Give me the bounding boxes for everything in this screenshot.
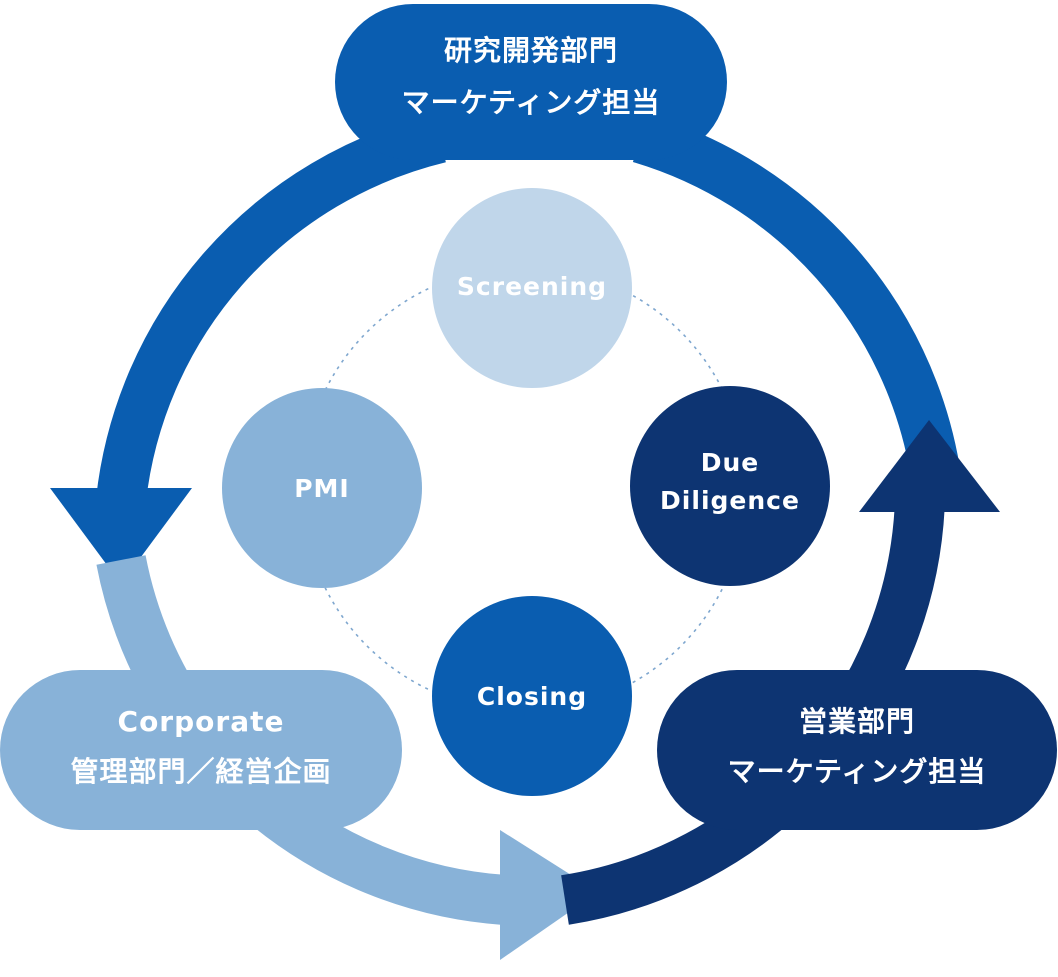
stage-pmi-circle — [222, 388, 422, 588]
arc-top-right — [632, 114, 960, 475]
department-right-line1: 営業部門 — [799, 705, 915, 738]
arrowhead-right — [500, 830, 598, 960]
stage-due-diligence-circle — [630, 386, 830, 586]
arrow-top-to-left — [50, 113, 960, 584]
stage-pmi-label: PMI — [294, 474, 350, 503]
department-right-pill — [657, 670, 1057, 830]
stage-screening-label: Screening — [457, 272, 607, 301]
department-top-line1: 研究開発部門 — [444, 34, 618, 67]
department-top-pill — [335, 4, 727, 160]
stage-due-diligence-line1: Due — [701, 448, 760, 477]
stage-screening-circle — [432, 188, 632, 388]
department-left: Corporate 管理部門／経営企画 — [0, 670, 402, 830]
department-left-pill — [0, 670, 402, 830]
arc-top-left — [96, 113, 446, 503]
department-left-line1: Corporate — [118, 705, 285, 738]
stage-due-diligence-line2: Diligence — [660, 486, 800, 515]
department-left-line2: 管理部門／経営企画 — [70, 755, 331, 788]
department-top-line2: マーケティング担当 — [402, 86, 661, 119]
department-right: 営業部門 マーケティング担当 — [657, 670, 1057, 830]
stage-closing-label: Closing — [477, 682, 587, 711]
arrowhead-up — [859, 420, 1000, 512]
stage-closing: Closing — [432, 596, 632, 796]
stage-closing-circle — [432, 596, 632, 796]
stage-due-diligence: Due Diligence — [630, 386, 830, 586]
department-top: 研究開発部門 マーケティング担当 — [335, 4, 727, 160]
stage-pmi: PMI — [222, 388, 422, 588]
arrowhead-down — [50, 488, 192, 584]
department-right-line2: マーケティング担当 — [728, 755, 987, 788]
stage-screening: Screening — [432, 188, 632, 388]
